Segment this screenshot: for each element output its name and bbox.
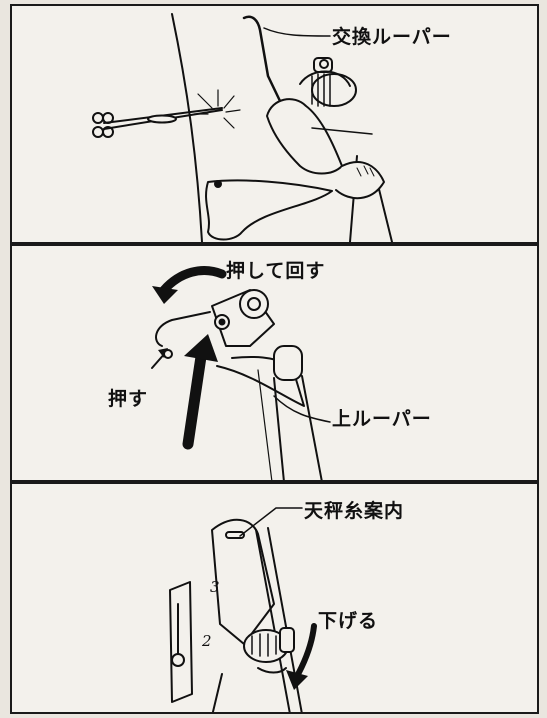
label-exchange-looper: 交換ルーパー bbox=[332, 26, 452, 48]
label-lower: 下げる bbox=[318, 610, 379, 632]
illustration-thread-guide bbox=[169, 507, 317, 712]
label-take-up-thread-guide: 天秤糸案内 bbox=[304, 500, 405, 522]
label-push-and-turn: 押して回す bbox=[226, 260, 326, 282]
lower-looper-arm bbox=[205, 179, 333, 241]
hand-upper bbox=[266, 98, 343, 175]
rotate-arrow bbox=[159, 266, 227, 295]
illustration-looper-exchange bbox=[92, 13, 393, 242]
guide-slot bbox=[225, 531, 245, 539]
sparkle-lines bbox=[193, 89, 241, 129]
lower-arrow bbox=[293, 623, 317, 681]
upper-looper-wire bbox=[155, 311, 211, 347]
hand-lower bbox=[335, 161, 385, 200]
panel-take-up-thread-guide: 天秤糸案内 下げる 3 2 bbox=[10, 482, 539, 714]
panel-exchange-looper: 交換ルーパー bbox=[10, 4, 539, 244]
panel-upper-looper: 押して回す 押す 上ルーパー bbox=[10, 244, 539, 482]
label-push: 押す bbox=[108, 388, 149, 410]
exchange-looper-hook bbox=[242, 15, 282, 103]
take-up-guide-plate bbox=[211, 519, 275, 645]
machine-edge-line bbox=[171, 13, 203, 242]
screw-knob bbox=[313, 57, 333, 73]
illustration-upper-looper bbox=[151, 266, 331, 480]
slide-rail bbox=[169, 581, 193, 703]
label-upper-looper: 上ルーパー bbox=[332, 408, 432, 430]
scale-mark-3: 3 bbox=[210, 578, 220, 596]
scale-mark-2: 2 bbox=[202, 632, 212, 650]
push-up-arrow bbox=[182, 344, 208, 450]
